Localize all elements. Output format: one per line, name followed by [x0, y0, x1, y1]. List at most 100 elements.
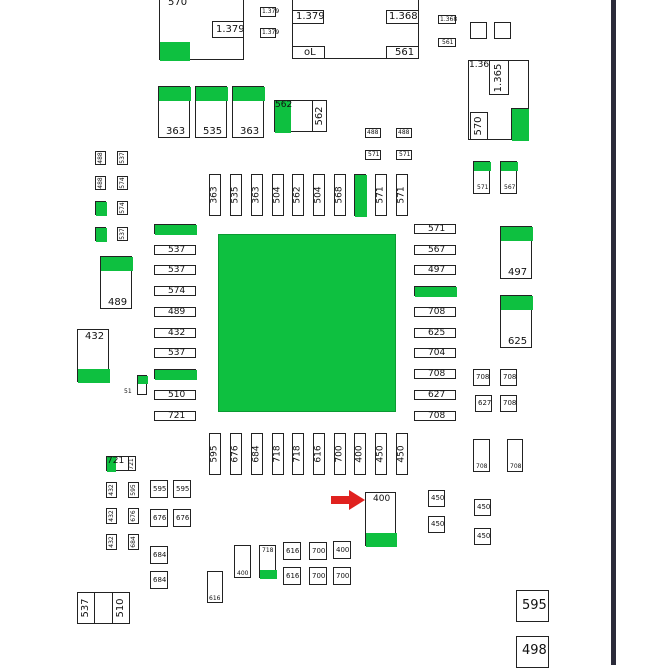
component-pad: 535 — [195, 86, 228, 138]
component-pad: 704 — [414, 348, 456, 358]
component-value-label: 489 — [108, 297, 128, 308]
component-pad: 595 — [150, 480, 168, 498]
component-value-label: 537 — [118, 152, 126, 164]
green-pad-fill — [96, 228, 107, 242]
component-pad: 498 — [516, 636, 549, 668]
component-value-label: 562 — [275, 100, 293, 110]
component-pad: 504 — [313, 174, 325, 216]
component-value-label: 627 — [478, 399, 492, 407]
component-pad: 567 — [414, 245, 456, 255]
component-pad: oL — [292, 46, 325, 59]
component-value-label: 574 — [168, 286, 186, 296]
component-value-label: 400 — [237, 570, 249, 577]
component-pad: 595 — [209, 433, 221, 475]
component-pad: 562 — [292, 174, 304, 216]
component-value-label: 708 — [476, 463, 488, 470]
component-pad: 595 — [128, 482, 139, 498]
component-value-label: 450 — [431, 494, 445, 502]
component-value-label: 400 — [336, 546, 350, 554]
component-value-label: 535 — [203, 126, 223, 137]
component-pad: 489 — [100, 256, 133, 309]
component-pad: 537 — [77, 592, 95, 624]
component-value-label: 595 — [129, 484, 137, 496]
component-pad: 571 — [414, 224, 456, 234]
component-value-label: 1.368 — [440, 16, 458, 23]
component-value-label: 684 — [251, 445, 262, 463]
component-pad: 450 — [474, 499, 491, 516]
component-value-label: 450 — [431, 520, 445, 528]
component-value-label: 1.379 — [262, 29, 280, 36]
component-pad: 684 — [251, 433, 263, 475]
component-value-label: 562 — [292, 186, 303, 204]
component-pad: 567 — [500, 161, 518, 194]
component-value-label: 432 — [107, 536, 115, 548]
component-value-label: 595 — [209, 445, 220, 463]
green-pad-fill — [96, 202, 107, 216]
component-pad: 432 — [106, 508, 117, 524]
red-arrow-icon — [331, 490, 365, 510]
component-pad: 616 — [313, 433, 325, 475]
component-pad: 488 — [95, 176, 106, 190]
component-pad: 510 — [154, 390, 196, 400]
component-pad: 595 — [173, 480, 191, 498]
component-pad — [95, 201, 107, 216]
green-pad-fill — [155, 370, 197, 380]
component-pad: 488 — [365, 128, 381, 138]
component-value-label: 504 — [272, 186, 283, 204]
component-value-label: 363 — [166, 126, 186, 137]
component-pad: 708 — [500, 369, 517, 386]
component-value-label: 363 — [251, 186, 262, 204]
component-pad: 497 — [500, 226, 533, 279]
component-value-label: 432 — [107, 484, 115, 496]
component-value-label: 721 — [107, 456, 125, 466]
component-value-label: 450 — [396, 445, 407, 463]
component-value-label: 700 — [312, 547, 326, 555]
component-value-label: 718 — [262, 547, 274, 554]
component-value-label: 574 — [118, 202, 126, 214]
component-pad: 400 — [333, 541, 351, 559]
component-pad — [511, 108, 529, 141]
green-pad-fill — [233, 87, 265, 101]
green-pad-fill — [415, 287, 457, 297]
component-pad: 1.368 — [386, 10, 419, 24]
component-value-label: 595 — [522, 598, 547, 613]
component-pad: 537 — [154, 348, 196, 358]
component-value-label: 708 — [428, 411, 446, 421]
component-pad — [154, 369, 197, 380]
component-pad: 676 — [150, 509, 168, 527]
component-value-label: 488 — [96, 152, 104, 164]
component-value-label: 625 — [508, 336, 528, 347]
component-value-label: 1.365 — [493, 63, 504, 92]
green-pad-fill — [160, 42, 190, 61]
component-pad: 595 — [516, 590, 549, 622]
component-value-label: 537 — [168, 348, 186, 358]
green-pad-fill — [501, 296, 533, 310]
component-value-label: 708 — [428, 369, 446, 379]
component-pad: 450 — [396, 433, 408, 475]
component-value-label: 562 — [313, 106, 325, 126]
component-value-label: 700 — [334, 445, 345, 463]
component-pad: 450 — [428, 516, 445, 533]
component-value-label: 450 — [477, 503, 491, 511]
component-pad: 432 — [77, 329, 110, 383]
component-value-label: 537 — [168, 245, 186, 255]
component-pad: 537 — [117, 227, 128, 241]
component-pad: 684 — [128, 534, 139, 550]
component-pad — [470, 22, 487, 39]
component-value-label: 708 — [503, 373, 517, 381]
component-value-label: 718 — [272, 445, 283, 463]
component-pad: 363 — [251, 174, 263, 216]
component-value-label: 510 — [168, 390, 186, 400]
component-value-label: 497 — [428, 265, 446, 275]
component-value-label: 537 — [118, 228, 126, 240]
component-value-label: 537 — [80, 598, 91, 618]
component-pad: 537 — [154, 265, 196, 275]
component-value-label: 561 — [442, 39, 454, 46]
component-value-label: 432 — [85, 331, 105, 342]
component-value-label: 718 — [292, 445, 303, 463]
component-pad: 568 — [334, 174, 346, 216]
green-pad-fill — [159, 87, 191, 101]
component-pad: 676 — [128, 508, 139, 524]
component-pad: 627 — [475, 395, 492, 412]
green-pad-fill — [474, 162, 491, 171]
